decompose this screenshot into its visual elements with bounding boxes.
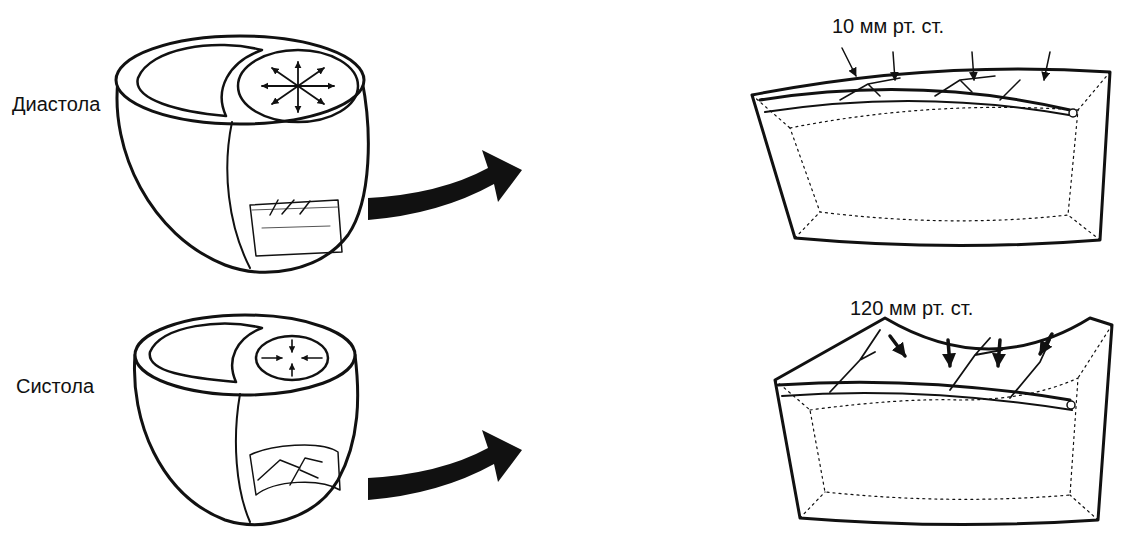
pressure-label: 10 мм рт. ст. <box>832 15 944 37</box>
pressure-label: 120 мм рт. ст. <box>850 297 973 319</box>
phase-label: Диастола <box>12 93 100 115</box>
phase-label: Систола <box>16 375 94 397</box>
